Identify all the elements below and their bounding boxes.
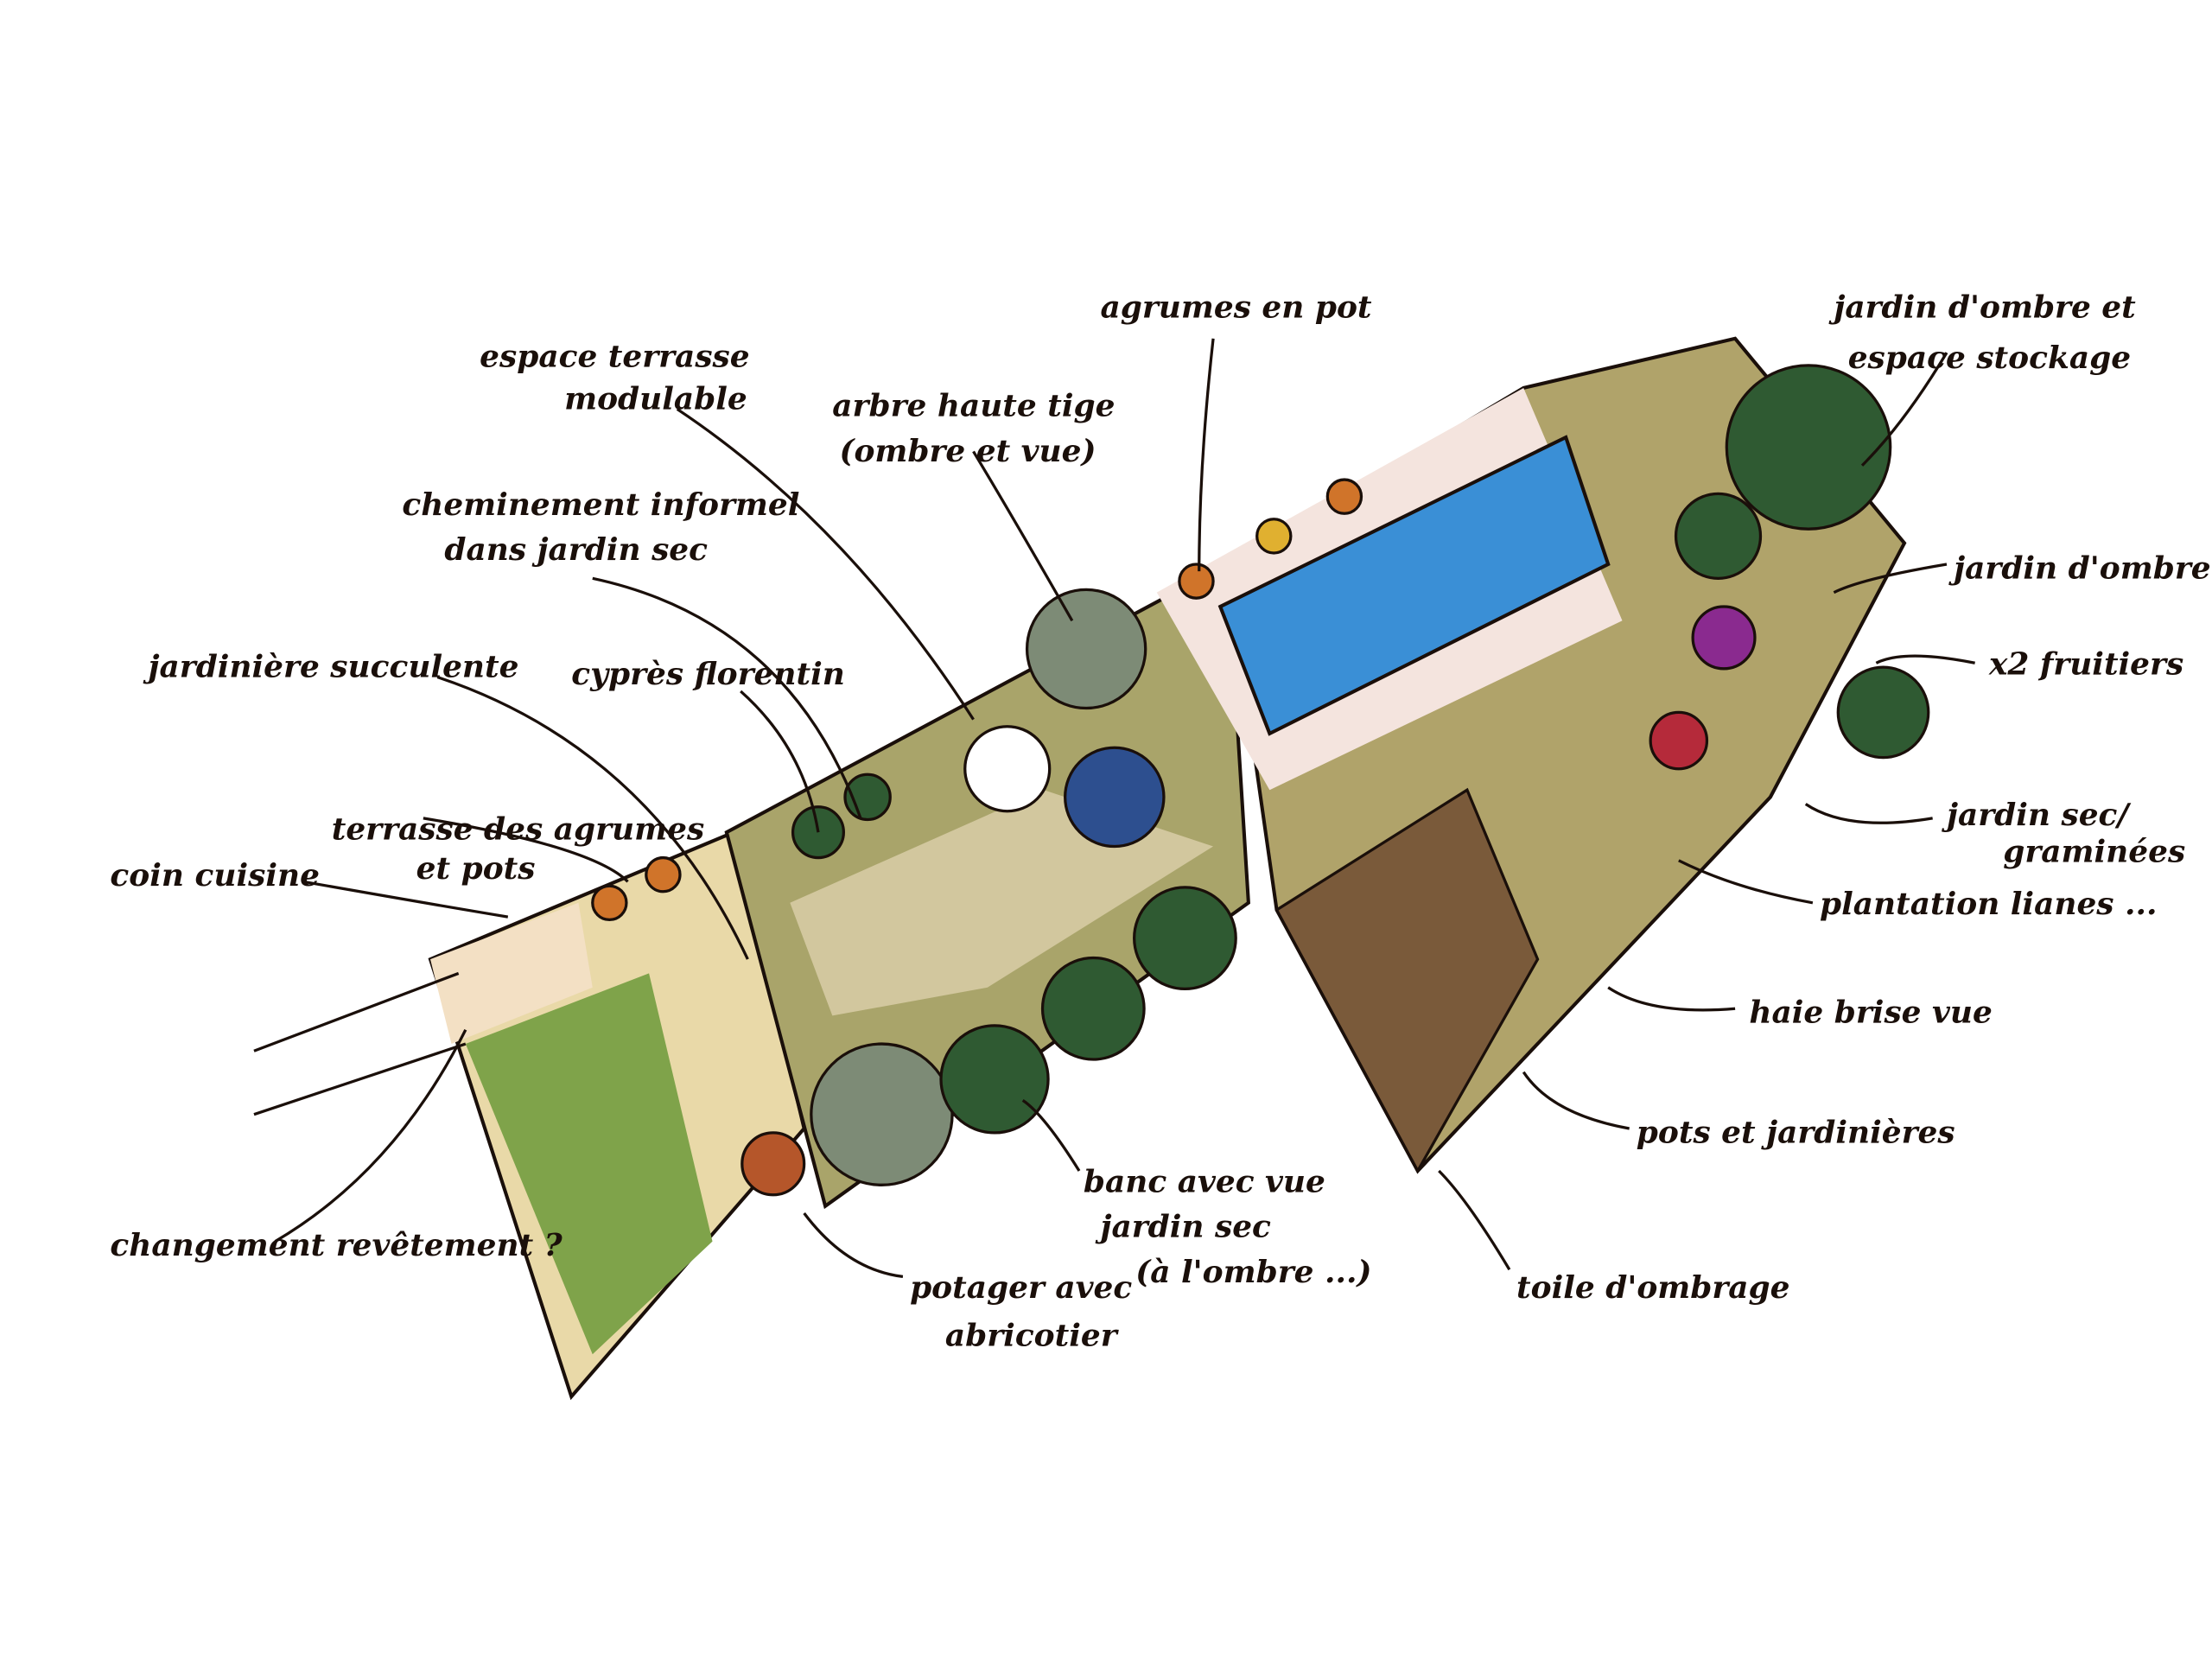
tree-blue xyxy=(1064,746,1166,849)
trees xyxy=(591,364,1930,1197)
vegetable-garden xyxy=(465,973,713,1355)
citrus-pot-5 xyxy=(645,855,682,893)
label-jardiniere-succulente: jardinière succulente xyxy=(143,649,519,685)
hedge-3 xyxy=(1133,886,1237,991)
citrus-pot-3 xyxy=(1325,478,1363,515)
tree-fruit-1 xyxy=(1674,492,1763,580)
tree-shade xyxy=(1725,364,1892,531)
pool xyxy=(1217,435,1611,736)
tree-purple xyxy=(1691,605,1757,671)
tree-red xyxy=(1649,710,1709,771)
citrus-pot-1 xyxy=(1178,563,1215,600)
label-coin-cuisine: coin cuisine xyxy=(110,857,319,893)
shade-sail-pergola xyxy=(1274,787,1540,1174)
label-fruitiers: x2 fruitiers xyxy=(1988,645,2183,682)
label-pots: pots et jardinières xyxy=(1637,1114,1955,1150)
hedge-2 xyxy=(1040,956,1146,1061)
label-revetement: changement revêtement ? xyxy=(110,1227,563,1263)
citrus-pot-4 xyxy=(591,884,628,922)
tree-tall xyxy=(1025,588,1147,710)
kitchen-terrace xyxy=(430,902,593,1045)
leader-lines xyxy=(253,338,1975,1279)
label-jardin-sec: jardin sec/graminées xyxy=(1942,797,2185,869)
label-jardin-ombre: jardin d'ombre xyxy=(1948,550,2210,586)
label-arbre: arbre haute tige(ombre et vue) xyxy=(832,388,1115,469)
round-table xyxy=(963,725,1052,813)
label-cypres: cyprès florentin xyxy=(571,656,845,692)
citrus-pot-2 xyxy=(1255,518,1293,555)
garden-plan xyxy=(428,336,1907,1401)
tree-fruit-2 xyxy=(1836,665,1930,760)
label-haie: haie brise vue xyxy=(1749,995,1992,1031)
apricot-tree xyxy=(741,1131,806,1197)
label-agrumes: agrumes en pot xyxy=(1100,289,1371,325)
tree-grey-bench xyxy=(810,1042,954,1186)
hedge-1 xyxy=(939,1024,1050,1135)
label-lianes: plantation lianes ... xyxy=(1820,886,2157,922)
label-toile: toile d'ombrage xyxy=(1516,1269,1789,1306)
